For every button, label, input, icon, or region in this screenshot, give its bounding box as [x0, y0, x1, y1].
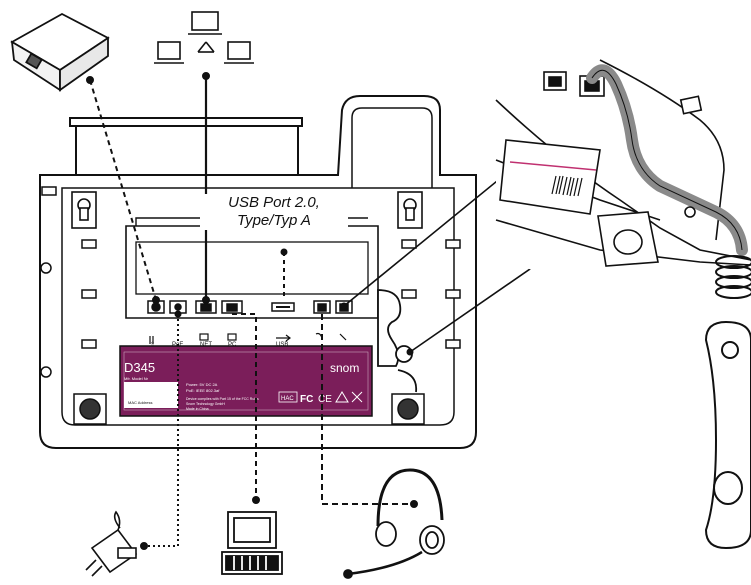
rubber-feet: [73, 393, 425, 425]
weee-icon: [351, 391, 363, 403]
small-text-1: Device complies with Part 15 of the FCC …: [186, 397, 259, 401]
ehs-module-icon: [10, 12, 110, 92]
network-icon: [154, 11, 254, 64]
info-line-1: Power: 5V DC 2A: [186, 382, 218, 387]
line-pc: [232, 313, 257, 500]
mac-address-text: MAC Address: [128, 400, 152, 405]
line-ehs: [89, 79, 157, 301]
power-adapter-icon: [85, 510, 138, 577]
headset-icon: [343, 468, 445, 579]
line-power: [144, 314, 179, 547]
port-panel: [125, 225, 379, 319]
info-line-2: PoE: IEEE 802.3af: [186, 388, 220, 393]
label-plate: D345 Mfr. Model Nr MAC Address Power: 5V…: [119, 345, 373, 417]
hac-text: HAC: [281, 396, 294, 402]
cable-inset: [495, 59, 751, 300]
keyhole-left: [71, 191, 97, 229]
port-legend-3: NET: [200, 342, 212, 348]
fcc-text: FC: [300, 394, 313, 405]
small-text-3: Made in China: [186, 407, 209, 411]
phone-model-small: Mfr. Model Nr: [124, 376, 149, 381]
ports: [147, 300, 353, 314]
usb-label-bracket: [135, 217, 368, 226]
port-legend-icons: [149, 332, 347, 344]
keyhole-right: [397, 191, 423, 229]
handset-icon: [704, 320, 751, 550]
usb-port-label-line2: Type/Typ A: [237, 212, 311, 229]
phone-model-text: D345: [124, 360, 155, 375]
pc-icon: [221, 511, 283, 575]
port-legend-4: PC: [228, 342, 237, 348]
label-white-box: [124, 382, 178, 408]
usb-port-label: USB Port 2.0, Type/Typ A: [200, 194, 348, 230]
small-text-2: Snom Technology GmbH: [186, 402, 225, 406]
port-legend-5: USB: [276, 342, 288, 348]
connection-lines: [86, 72, 651, 550]
cable-channel: [377, 289, 418, 393]
brand-text: snom: [330, 361, 359, 375]
side-slots: [40, 186, 461, 378]
ce-text: CE: [318, 394, 332, 405]
line-headset: [321, 314, 414, 505]
warning-icon: [335, 391, 349, 403]
port-legend-1: ⇧: [150, 341, 155, 348]
usb-port-label-line1: USB Port 2.0,: [228, 194, 320, 211]
